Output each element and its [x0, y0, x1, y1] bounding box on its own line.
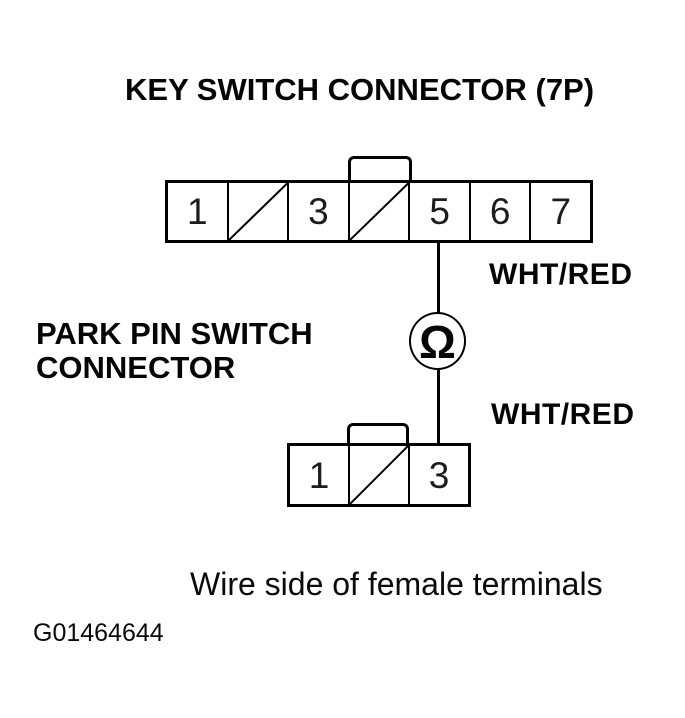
key-switch-pin-7: 7 — [531, 183, 590, 240]
figure-id: G01464644 — [33, 619, 164, 647]
wire-color-label-upper: WHT/RED — [489, 258, 633, 291]
caption-wire-side: Wire side of female terminals — [190, 566, 603, 602]
pin-number: 3 — [428, 454, 450, 496]
key-switch-pin-5: 5 — [410, 183, 471, 240]
key-switch-pin-2-blocked — [229, 183, 290, 240]
diagram-title: KEY SWITCH CONNECTOR (7P) — [125, 72, 595, 107]
park-pin-switch-label: PARK PIN SWITCH CONNECTOR — [36, 317, 313, 385]
ohmmeter-icon: Ω — [409, 312, 466, 370]
key-switch-pin-1: 1 — [168, 183, 229, 240]
key-switch-connector-tab — [348, 156, 412, 180]
wire-color-label-lower: WHT/RED — [491, 398, 635, 431]
park-pin-switch-pin-3: 3 — [410, 446, 468, 504]
pin-number: 6 — [489, 191, 511, 232]
key-switch-pin-6: 6 — [471, 183, 532, 240]
wire-upper-segment — [437, 243, 440, 313]
pin-number: 5 — [429, 191, 450, 232]
key-switch-pin-3: 3 — [289, 183, 350, 240]
pin-number: 1 — [308, 454, 330, 496]
slash-icon — [350, 446, 408, 504]
park-pin-switch-pin-1: 1 — [290, 446, 350, 504]
omega-symbol: Ω — [419, 316, 456, 368]
slash-icon — [229, 183, 288, 240]
wire-lower-segment — [437, 368, 440, 443]
slash-icon — [350, 183, 409, 240]
park-pin-switch-pin-2-blocked — [350, 446, 410, 504]
park-pin-switch-connector-tab — [347, 423, 409, 443]
park-pin-switch-label-line2: CONNECTOR — [36, 350, 236, 385]
key-switch-connector: 1 3 5 6 7 — [165, 180, 593, 243]
key-switch-pin-4-blocked — [350, 183, 411, 240]
pin-number: 7 — [550, 191, 572, 232]
pin-number: 1 — [187, 191, 208, 232]
park-pin-switch-connector: 1 3 — [287, 443, 471, 507]
park-pin-switch-label-line1: PARK PIN SWITCH — [36, 316, 313, 351]
pin-number: 3 — [308, 191, 329, 232]
